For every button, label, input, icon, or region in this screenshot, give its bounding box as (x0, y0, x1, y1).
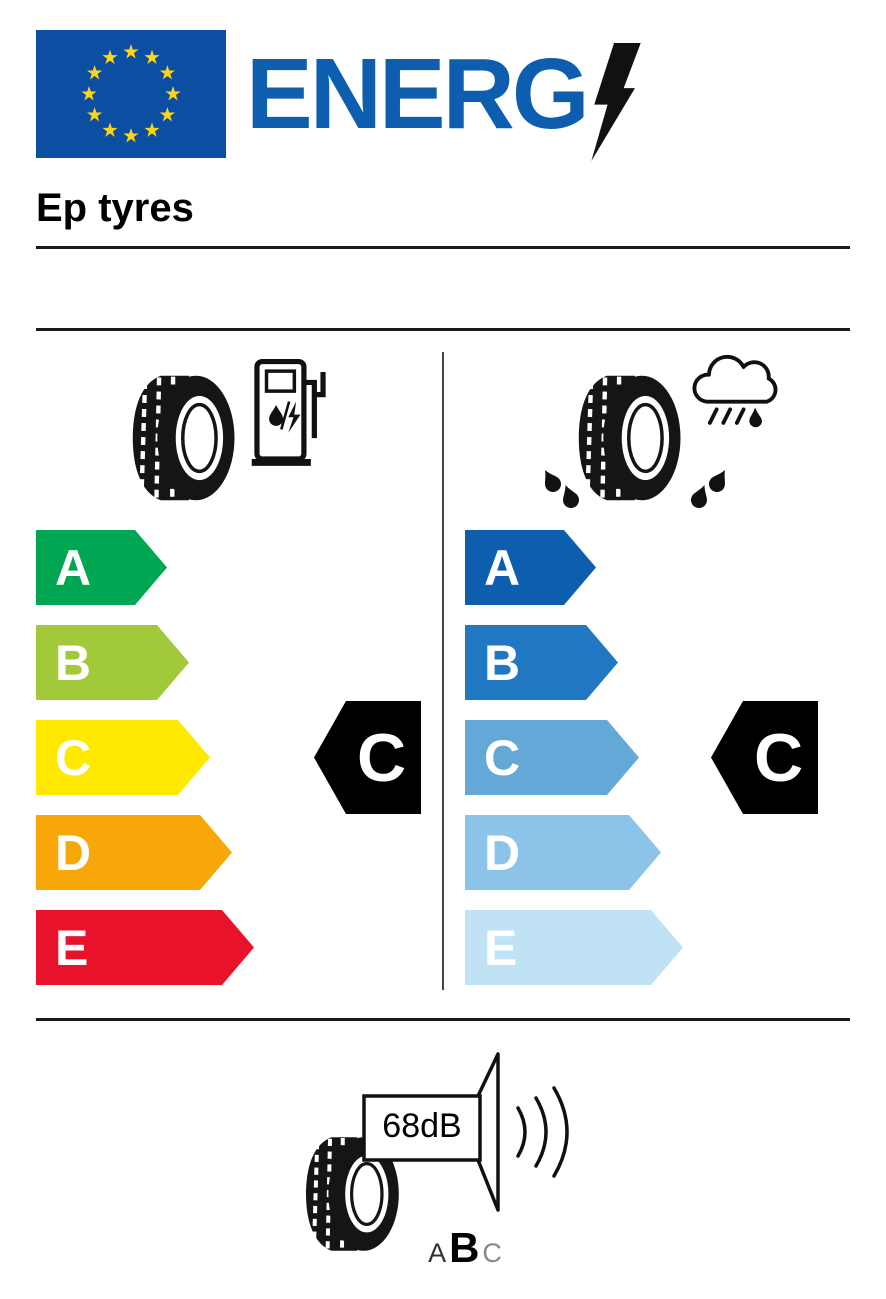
fuel-class-d-label: D (55, 824, 92, 881)
water-splash-icon (691, 470, 725, 508)
fuel-class-c-label: C (55, 729, 92, 786)
fuel-class-a-label: A (55, 539, 92, 596)
wet-class-c-arrow: C (465, 720, 639, 795)
tyre-icon (306, 1137, 399, 1251)
product-name: Ep tyres (36, 186, 194, 230)
vertical-divider (442, 352, 444, 990)
wet-class-e-arrow: E (465, 910, 683, 985)
wet-class-b-label: B (484, 634, 521, 691)
eu-flag (36, 30, 226, 158)
noise-class-a: A (428, 1238, 447, 1268)
noise-class-scale: A B C (400, 1224, 530, 1272)
fuel-class-e-label: E (55, 919, 89, 976)
noise-db-value: 68dB (382, 1106, 462, 1145)
rain-cloud-icon (692, 354, 778, 428)
fuel-class-c-arrow: C (36, 720, 210, 795)
eu-stars (81, 44, 181, 143)
fuel-class-e-arrow: E (36, 910, 254, 985)
wet-class-c-label: C (484, 729, 521, 786)
section-rule-bottom (36, 1018, 850, 1021)
fuel-rating-value: C (356, 719, 407, 796)
fuel-pump-icon (251, 358, 326, 466)
tyre-icon (578, 375, 681, 501)
energy-logo-text: ENERG (246, 38, 590, 150)
wet-class-d-label: D (484, 824, 521, 881)
fuel-class-a-arrow: A (36, 530, 167, 605)
water-splash-icon (545, 470, 579, 508)
wet-class-e-label: E (484, 919, 518, 976)
fuel-class-d-arrow: D (36, 815, 232, 890)
tyre-icon (132, 375, 235, 501)
noise-speaker-icon (362, 1052, 569, 1212)
wet-class-a-arrow: A (465, 530, 596, 605)
energy-logo: ENERG (246, 30, 641, 161)
wet-rating-indicator: C (711, 701, 818, 814)
wet-rating-value: C (753, 719, 804, 796)
fuel-class-b-label: B (55, 634, 92, 691)
noise-class-b-rating: B (449, 1224, 480, 1271)
wet-class-d-arrow: D (465, 815, 661, 890)
lightning-bolt-icon (591, 43, 641, 161)
wet-class-b-arrow: B (465, 625, 618, 700)
title-rule (36, 246, 850, 249)
section-rule-top (36, 328, 850, 331)
wet-class-a-label: A (484, 539, 521, 596)
fuel-rating-indicator: C (314, 701, 421, 814)
fuel-class-b-arrow: B (36, 625, 189, 700)
noise-class-c: C (482, 1238, 502, 1268)
